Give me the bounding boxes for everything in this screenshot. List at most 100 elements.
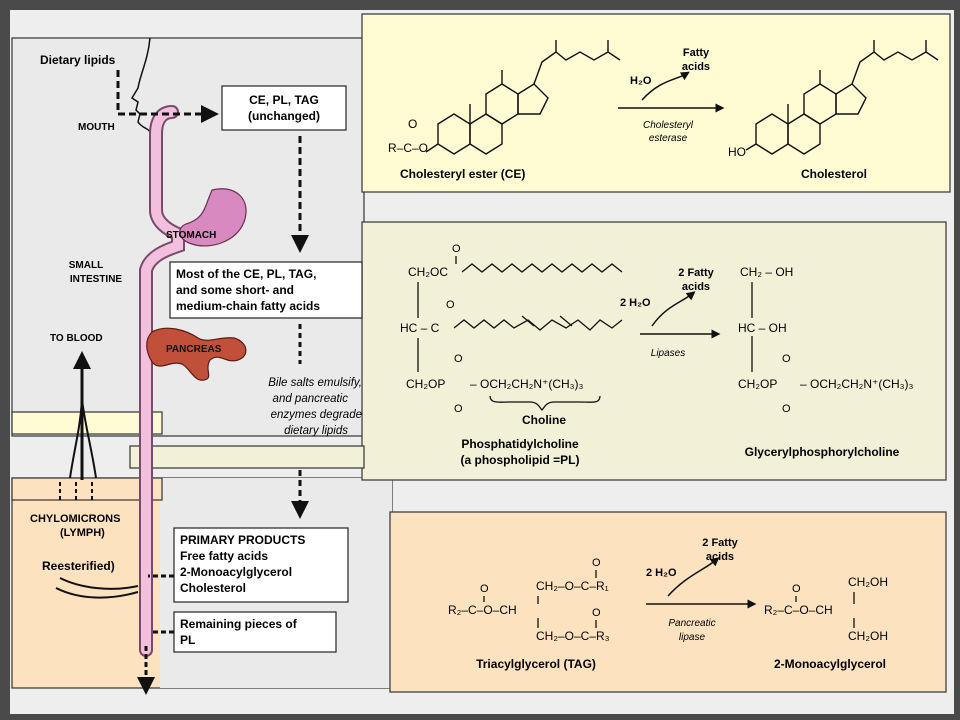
pl-choline-chain: – OCH₂CH₂N⁺(CH₃)₃ xyxy=(470,377,584,391)
products-chol: Cholesterol xyxy=(180,581,246,595)
chylomicrons-label: CHYLOMICRONS xyxy=(30,513,120,525)
products-title: PRIMARY PRODUCTS xyxy=(180,533,305,547)
stomach-label: STOMACH xyxy=(166,230,216,241)
lymph-label: (LYMPH) xyxy=(60,527,105,539)
mag-top: CH₂OH xyxy=(848,575,888,589)
bile-line4: dietary lipids xyxy=(284,425,348,437)
ce-fatty: Fatty xyxy=(683,47,710,59)
cholesteryl-ester-panel xyxy=(361,13,951,193)
intestine-box-line2: and some short- and xyxy=(176,283,294,297)
tag-o-a: O xyxy=(480,583,489,595)
tag-ch2oc-r1: CH₂–O–C–R₁ xyxy=(536,579,609,593)
bile-line1: Bile salts emulsify, xyxy=(268,377,362,389)
small-intestine-label-1: SMALL xyxy=(69,260,103,271)
stomach-shape xyxy=(179,188,247,247)
ce-acids: acids xyxy=(682,61,710,73)
triacylglycerol-panel xyxy=(389,511,947,693)
pancreas-label: PANCREAS xyxy=(166,344,222,355)
unchanged-box-line2: (unchanged) xyxy=(248,109,320,123)
intestine-box-line3: medium-chain fatty acids xyxy=(176,299,320,313)
blood-fan-2 xyxy=(81,399,97,479)
tag-o-c: O xyxy=(592,607,601,619)
tag-h2o: 2 H₂O xyxy=(646,567,677,579)
pl-fatty-1: 2 Fatty xyxy=(678,267,714,279)
bile-line2: and pancreatic xyxy=(273,393,349,405)
mag-label: 2-Monoacylglycerol xyxy=(774,657,886,671)
pl-o2: O xyxy=(446,299,455,311)
gpc-chain: – OCH₂CH₂N⁺(CH₃)₃ xyxy=(800,377,914,391)
tag-fatty-1: 2 Fatty xyxy=(702,537,738,549)
ce-enzyme-2: esterase xyxy=(649,133,688,144)
pl-label-2: (a phospholipid =PL) xyxy=(461,453,580,467)
ce-label: Cholesteryl ester (CE) xyxy=(400,167,525,181)
mag-bonds xyxy=(795,592,855,628)
pl-fatty-2: acids xyxy=(682,281,710,293)
blood-fan-3 xyxy=(59,482,93,500)
tag-enzyme-2: lipase xyxy=(679,632,706,643)
pl-choline: Choline xyxy=(522,413,566,427)
unchanged-box xyxy=(221,85,347,131)
pl-label-1: Phosphatidylcholine xyxy=(461,437,579,451)
gpc-ch2op: CH₂OP xyxy=(738,377,777,391)
cholesterol-label: Cholesterol xyxy=(801,167,867,181)
tag-enzyme-1: Pancreatic xyxy=(668,618,715,629)
ce-rco: R–C–O xyxy=(388,141,428,155)
pl-ch2oc: CH₂OC xyxy=(408,265,448,279)
tag-ch2oc-r3: CH₂–O–C–R₃ xyxy=(536,629,610,643)
dietary-lipids-label: Dietary lipids xyxy=(40,53,116,67)
pl-h2o: 2 H₂O xyxy=(620,297,651,309)
intestine-contents-box xyxy=(169,261,363,319)
gi-tract-lumen xyxy=(141,107,183,655)
small-intestine-label-2: INTESTINE xyxy=(70,274,123,285)
mag-main: R₂–C–O–CH xyxy=(764,603,833,617)
pl-enzyme: Lipases xyxy=(651,348,685,359)
gpc-hcoh: HC – OH xyxy=(738,321,787,335)
remaining-pl-box xyxy=(173,611,337,653)
gpc-ch2oh: CH₂ – OH xyxy=(740,265,793,279)
pl-chain1 xyxy=(461,263,623,273)
products-ffa: Free fatty acids xyxy=(180,549,268,563)
phospholipid-panel xyxy=(361,221,947,481)
pl-double-bond-1 xyxy=(521,315,573,327)
pl-o3: O xyxy=(454,353,463,365)
primary-products-box xyxy=(173,527,349,603)
cholesterol-ho: HO xyxy=(728,145,746,159)
gpc-label: Glycerylphosphorylcholine xyxy=(745,445,900,459)
reesterified-label: Reesterified) xyxy=(42,559,115,573)
bile-line3: enzymes degrade xyxy=(271,409,362,421)
ce-fatty-curve xyxy=(641,71,690,101)
pl-ch2op: CH₂OP xyxy=(406,377,445,391)
remaining-line2: PL xyxy=(180,633,195,647)
reesterify-curve xyxy=(55,577,139,599)
tag-bonds xyxy=(483,570,597,628)
pl-fatty-curve xyxy=(651,291,696,327)
pancreas-shape xyxy=(146,327,247,381)
tag-o-b: O xyxy=(592,557,601,569)
ce-o-top: O xyxy=(408,117,417,131)
cholesteryl-ester-structure xyxy=(425,40,621,155)
pl-ominus: O xyxy=(454,403,463,415)
mag-bot: CH₂OH xyxy=(848,629,888,643)
to-blood-label: TO BLOOD xyxy=(50,333,103,344)
ce-enzyme-1: Cholesteryl xyxy=(643,120,694,131)
tag-r2cooch: R₂–C–O–CH xyxy=(448,603,517,617)
pl-chain2 xyxy=(453,319,623,331)
gpc-o: O xyxy=(782,353,791,365)
products-mag: 2-Monoacylglycerol xyxy=(180,565,292,579)
pl-o1: O xyxy=(452,243,461,255)
tag-fatty-2: acids xyxy=(706,551,734,563)
pl-hcc: HC – C xyxy=(400,321,440,335)
mouth-label: MOUTH xyxy=(78,122,115,133)
ingestion-arrow xyxy=(116,70,219,123)
pl-connector xyxy=(129,445,365,469)
cholesterol-structure xyxy=(745,40,939,155)
tag-connector xyxy=(11,477,163,501)
choline-brace xyxy=(489,395,601,411)
ce-h2o: H₂O xyxy=(630,75,652,87)
mag-o: O xyxy=(792,583,801,595)
gpc-om: O xyxy=(782,403,791,415)
unchanged-box-line1: CE, PL, TAG xyxy=(249,93,319,107)
tag-label: Triacylglycerol (TAG) xyxy=(476,657,596,671)
blood-fan-1 xyxy=(69,399,83,479)
